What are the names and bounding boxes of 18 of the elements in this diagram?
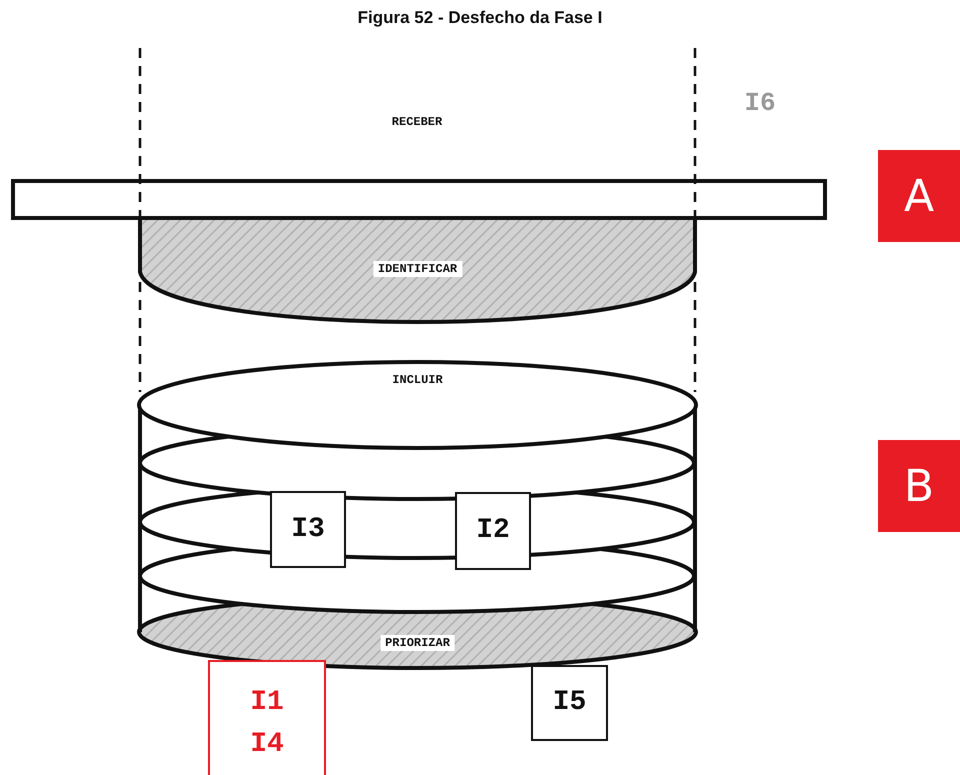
section-letter: A: [904, 170, 934, 222]
id-box: [270, 491, 346, 568]
id-label: I4: [250, 728, 284, 762]
section-letter: B: [904, 460, 934, 512]
section-badge: [878, 440, 960, 532]
shape-label: IDENTIFICAR: [372, 261, 462, 277]
highlight-box: [208, 660, 326, 775]
section-badge: [878, 150, 960, 242]
id-label: I1: [250, 686, 284, 720]
stage-label: PRIORIZAR: [380, 635, 455, 651]
id-box: [455, 492, 531, 570]
shape-label: INCLUIR: [391, 372, 444, 388]
figure-title: Figura 52 - Desfecho da Fase I: [356, 8, 604, 28]
id-box: [531, 665, 608, 741]
ring-ellipse: [137, 360, 698, 450]
id-label: I2: [476, 516, 510, 546]
id-label: I5: [552, 688, 586, 718]
id-label: I3: [291, 514, 325, 544]
